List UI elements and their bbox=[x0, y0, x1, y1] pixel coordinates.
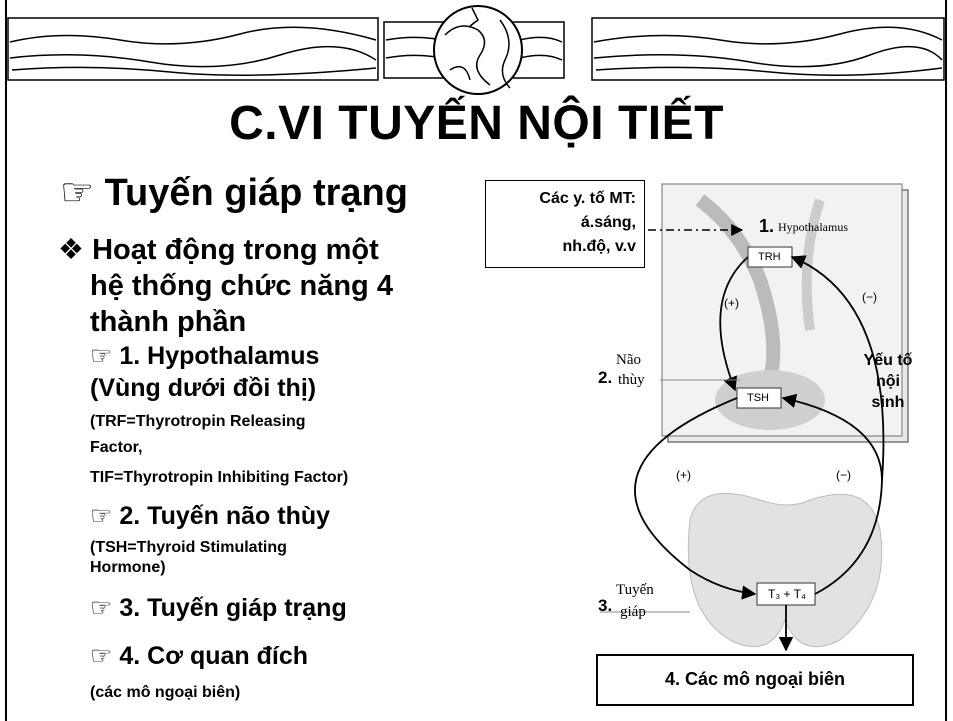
sign-plus-2: (+) bbox=[676, 468, 691, 482]
label-t3t4: T₃ + T₄ bbox=[768, 587, 806, 601]
endogenous-factors-label: Yếu tố nội sinh bbox=[848, 350, 928, 413]
label-nao: Não bbox=[616, 352, 641, 369]
sign-minus-1: (−) bbox=[862, 290, 877, 304]
label-tuyen: Tuyến bbox=[616, 582, 654, 599]
endogenous-line-1: Yếu tố bbox=[848, 350, 928, 371]
label-tsh: TSH bbox=[747, 392, 769, 404]
label-thuy: thùy bbox=[618, 372, 645, 389]
label-num1: 1. bbox=[759, 216, 774, 237]
environment-factors-box: Các y. tố MT: á.sáng, nh.độ, v.v bbox=[485, 180, 645, 268]
env-line-2: á.sáng, bbox=[486, 211, 636, 235]
env-line-1: Các y. tố MT: bbox=[486, 187, 636, 211]
label-hypothalamus: Hypothalamus bbox=[778, 220, 848, 235]
endogenous-line-3: sinh bbox=[848, 392, 928, 413]
env-line-3: nh.độ, v.v bbox=[486, 235, 636, 259]
sign-plus-1: (+) bbox=[724, 296, 739, 310]
label-giap: giáp bbox=[620, 604, 646, 621]
thyroid-gland-shape bbox=[688, 493, 881, 646]
label-num3: 3. bbox=[598, 596, 612, 616]
label-trh: TRH bbox=[758, 251, 781, 263]
label-num2: 2. bbox=[598, 368, 612, 388]
peripheral-tissues-box: 4. Các mô ngoại biên bbox=[596, 654, 914, 706]
sign-minus-2: (−) bbox=[836, 468, 851, 482]
endogenous-line-2: nội bbox=[848, 371, 928, 392]
